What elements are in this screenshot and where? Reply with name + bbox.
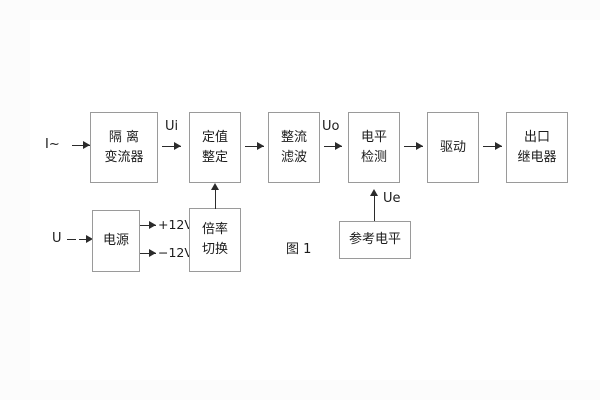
arrowhead-ui <box>174 142 181 150</box>
connector-voltage-input <box>79 239 91 240</box>
block-isolation-transformer-line2: 变流器 <box>104 149 144 165</box>
block-driver[interactable]: 驱动 <box>427 112 479 183</box>
connector-multiplier-to-setting <box>215 188 216 209</box>
block-reference-level[interactable]: 参考电平 <box>339 221 411 259</box>
block-rectify-filter[interactable]: 整流 滤波 <box>268 112 320 183</box>
block-power-supply[interactable]: 电源 <box>92 210 140 272</box>
connector-current-input <box>72 145 90 146</box>
signal-label-uo: Uo <box>322 119 340 134</box>
connector-ue <box>374 194 375 221</box>
arrowhead-rail-negative <box>149 249 156 257</box>
block-level-detection-line2: 检测 <box>360 149 387 165</box>
block-setting-value[interactable]: 定值 整定 <box>189 112 241 183</box>
rail-label-positive: +12V <box>158 217 193 232</box>
block-rectify-filter-line1: 整流 <box>280 129 307 145</box>
block-output-relay-line2: 继电器 <box>517 149 557 165</box>
connector-rail-negative <box>140 253 156 254</box>
diagram-plate <box>30 20 600 380</box>
arrowhead-multiplier-to-setting <box>211 183 219 190</box>
arrowhead-uo <box>335 142 342 150</box>
connector-uo <box>324 146 342 147</box>
figure-caption: 图 1 <box>286 242 312 257</box>
block-output-relay-line1: 出口 <box>523 129 550 145</box>
arrowhead-level-to-driver <box>416 142 423 150</box>
arrowhead-current-input <box>83 141 90 149</box>
block-power-supply-line1: 电源 <box>102 233 129 249</box>
connector-level-to-driver <box>404 146 423 147</box>
input-label-voltage: U <box>52 231 62 246</box>
arrowhead-driver-to-relay <box>495 142 502 150</box>
connector-voltage-input-dash <box>67 239 76 240</box>
connector-setting-to-rectify <box>245 146 264 147</box>
connector-rail-positive <box>140 225 156 226</box>
rail-label-negative: −12V <box>158 245 193 260</box>
block-multiplier-switch[interactable]: 倍率 切换 <box>189 208 241 272</box>
signal-label-ui: Ui <box>165 119 179 134</box>
block-multiplier-switch-line1: 倍率 <box>201 222 228 238</box>
block-level-detection-line1: 电平 <box>360 129 387 145</box>
arrowhead-ue <box>370 189 378 196</box>
block-driver-line1: 驱动 <box>439 139 466 155</box>
connector-ui <box>162 146 181 147</box>
block-multiplier-switch-line2: 切换 <box>201 242 228 257</box>
signal-label-ue: Ue <box>383 191 401 206</box>
block-rectify-filter-line2: 滤波 <box>280 149 307 165</box>
block-level-detection[interactable]: 电平 检测 <box>348 112 400 183</box>
block-setting-value-line2: 整定 <box>201 149 228 165</box>
arrowhead-voltage-input <box>86 235 93 243</box>
block-isolation-transformer-line1: 隔 离 <box>108 129 140 145</box>
block-reference-level-line1: 参考电平 <box>348 232 401 248</box>
block-setting-value-line1: 定值 <box>201 129 228 145</box>
block-output-relay[interactable]: 出口 继电器 <box>506 112 568 183</box>
connector-driver-to-relay <box>483 146 502 147</box>
input-label-current: I~ <box>45 137 60 152</box>
arrowhead-rail-positive <box>149 221 156 229</box>
arrowhead-setting-to-rectify <box>257 142 264 150</box>
block-isolation-transformer[interactable]: 隔 离 变流器 <box>90 112 158 183</box>
